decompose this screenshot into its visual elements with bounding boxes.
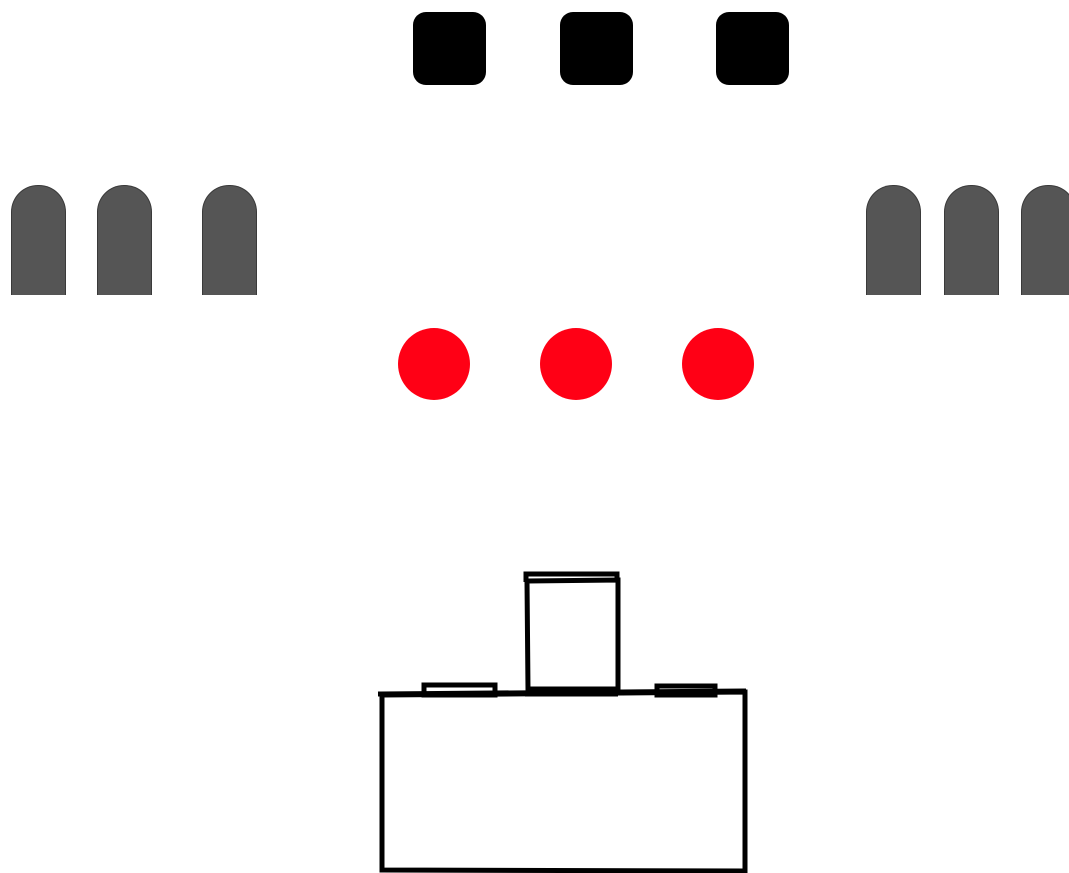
cannon-barrel — [527, 580, 618, 689]
cannon-left-tab — [424, 685, 495, 695]
cannon-body — [382, 692, 745, 871]
